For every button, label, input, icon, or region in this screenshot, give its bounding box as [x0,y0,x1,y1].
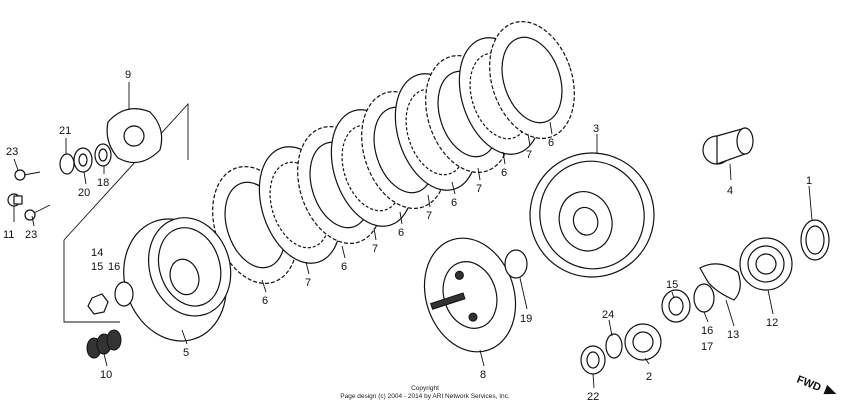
forward-arrow-icon [823,384,837,395]
part-15a: 15 [91,261,103,273]
bolt-23-bottom [24,204,51,221]
part-6d: 6 [451,197,457,209]
bearing-20 [73,147,93,173]
bearing-18 [94,143,112,167]
part-21: 21 [59,125,71,137]
part-7d: 7 [476,183,482,195]
part-1: 1 [806,175,812,187]
copyright-title: Copyright [411,385,439,392]
lock-nut [87,293,109,315]
leader-lines [13,82,813,389]
part-15b: 15 [666,279,678,291]
oil-seal-22 [580,345,606,375]
part-2: 2 [646,371,652,383]
driven-gear [739,237,793,291]
part-22: 22 [587,391,599,403]
part-7e: 7 [526,149,532,161]
part-6b: 6 [341,261,347,273]
part-6f: 6 [548,137,554,149]
part-6c: 6 [398,227,404,239]
part-23b: 23 [25,229,37,241]
part-6a: 6 [262,295,268,307]
clutch-spring [86,329,122,359]
washer-24 [605,333,623,359]
washer-21 [59,153,75,175]
lifter-pin [7,193,23,207]
part-10: 10 [100,369,112,381]
part-23a: 23 [6,146,18,158]
forward-direction-indicator: FWD [795,374,837,395]
part-14: 14 [91,247,103,259]
part-11: 11 [3,229,14,241]
lifter-plate-hub [123,125,145,147]
part-7c: 7 [426,210,432,222]
assembly-frame [63,102,189,323]
clutch-outer [529,152,655,278]
washer-16-left [114,281,134,307]
part-7b: 7 [372,243,378,255]
part-24: 24 [602,309,614,321]
part-8: 8 [480,369,486,381]
part-4: 4 [727,185,733,197]
part-16b: 16 [701,325,713,337]
part-9: 9 [125,69,131,81]
pressure-plate [423,237,517,353]
part-19: 19 [520,313,532,325]
part-3: 3 [593,123,599,135]
bolt-23-top [14,169,41,181]
clutch-center [123,217,232,342]
forward-label: FWD [795,374,823,395]
part-12: 12 [766,317,778,329]
part-7a: 7 [305,277,311,289]
part-6e: 6 [501,167,507,179]
clutch-plate-stack [212,21,575,284]
washer-19 [504,249,528,279]
needle-bearing [800,219,830,261]
part-13: 13 [727,329,739,341]
bearing-15 [661,289,691,323]
part-labels: 1 2 3 4 5 6 6 6 6 6 6 7 7 7 7 7 8 9 10 1… [3,69,812,403]
part-17: 17 [701,341,713,353]
part-20: 20 [78,187,90,199]
thrust-washer [693,283,715,313]
part-16a: 16 [108,261,120,273]
collar [702,127,754,165]
part-18: 18 [97,177,109,189]
drive-gear [624,323,662,361]
part-5: 5 [183,347,189,359]
copyright-text: Page design (c) 2004 - 2014 by ARI Netwo… [340,393,510,400]
lock-plate [699,263,741,301]
